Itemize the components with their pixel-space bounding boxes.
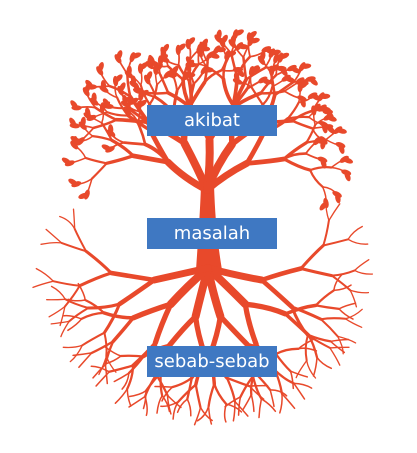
root [245, 304, 256, 344]
root [350, 290, 368, 293]
root [332, 270, 355, 275]
root [323, 239, 348, 245]
root [63, 345, 82, 347]
root [301, 269, 332, 276]
root [250, 386, 268, 387]
root [339, 303, 356, 309]
root [46, 229, 61, 243]
root [245, 304, 285, 314]
branch [224, 79, 234, 105]
root [104, 313, 133, 318]
causes-label: sebab-sebab [147, 346, 277, 377]
root [86, 251, 111, 273]
root [355, 270, 373, 274]
root [36, 269, 53, 282]
root [41, 243, 62, 245]
branch [247, 159, 284, 163]
root [170, 316, 196, 345]
root [127, 389, 131, 406]
root [225, 404, 227, 422]
branch [247, 132, 264, 163]
root [259, 399, 261, 418]
root [262, 280, 292, 307]
root [316, 305, 339, 309]
branch [86, 158, 107, 163]
root [201, 408, 213, 421]
root [145, 397, 147, 416]
branch [124, 143, 145, 145]
root [52, 286, 66, 299]
root [314, 357, 318, 376]
root [262, 269, 301, 281]
root [145, 375, 156, 397]
root [104, 304, 119, 333]
effects-label: akibat [147, 105, 277, 136]
root [321, 318, 346, 319]
root [115, 389, 127, 404]
root [280, 394, 282, 413]
root [270, 390, 274, 407]
root [346, 309, 363, 319]
root [294, 383, 305, 399]
root [321, 319, 338, 336]
branch [147, 93, 168, 94]
root [130, 391, 147, 397]
branch [190, 81, 192, 108]
problem-label: masalah [147, 218, 277, 249]
root [282, 394, 295, 409]
root [346, 319, 362, 328]
root [80, 273, 112, 286]
branch [223, 59, 227, 80]
root [291, 371, 294, 388]
root [355, 260, 369, 271]
root [209, 406, 212, 424]
root [104, 333, 106, 357]
root [82, 333, 104, 346]
root [61, 321, 69, 336]
root [105, 365, 107, 384]
root [270, 390, 286, 396]
root [233, 402, 235, 421]
root [251, 395, 254, 412]
root [106, 357, 116, 373]
root [129, 397, 145, 408]
branch [293, 121, 313, 129]
root [120, 280, 155, 304]
branch [92, 163, 107, 178]
root [69, 308, 88, 321]
root [195, 408, 201, 425]
root [243, 395, 251, 410]
root [196, 385, 201, 408]
branch [107, 156, 134, 164]
root [317, 357, 331, 368]
branch [284, 159, 310, 170]
root [60, 217, 75, 229]
root [301, 246, 323, 269]
root [121, 356, 143, 357]
root [82, 313, 104, 319]
root [209, 384, 215, 406]
root [33, 281, 53, 287]
branch [288, 117, 309, 119]
root [348, 227, 362, 240]
root [53, 281, 79, 286]
root [276, 354, 291, 371]
root [187, 399, 191, 416]
root [323, 221, 329, 246]
root [214, 384, 226, 404]
root [111, 273, 154, 280]
root [220, 316, 247, 344]
root [330, 348, 340, 365]
root [348, 239, 368, 244]
root [276, 349, 299, 354]
root [329, 204, 340, 221]
branch [310, 167, 331, 170]
root [113, 318, 133, 342]
root [316, 290, 334, 305]
root [157, 396, 162, 413]
root [172, 378, 192, 388]
branch [310, 170, 323, 187]
root [74, 209, 75, 229]
